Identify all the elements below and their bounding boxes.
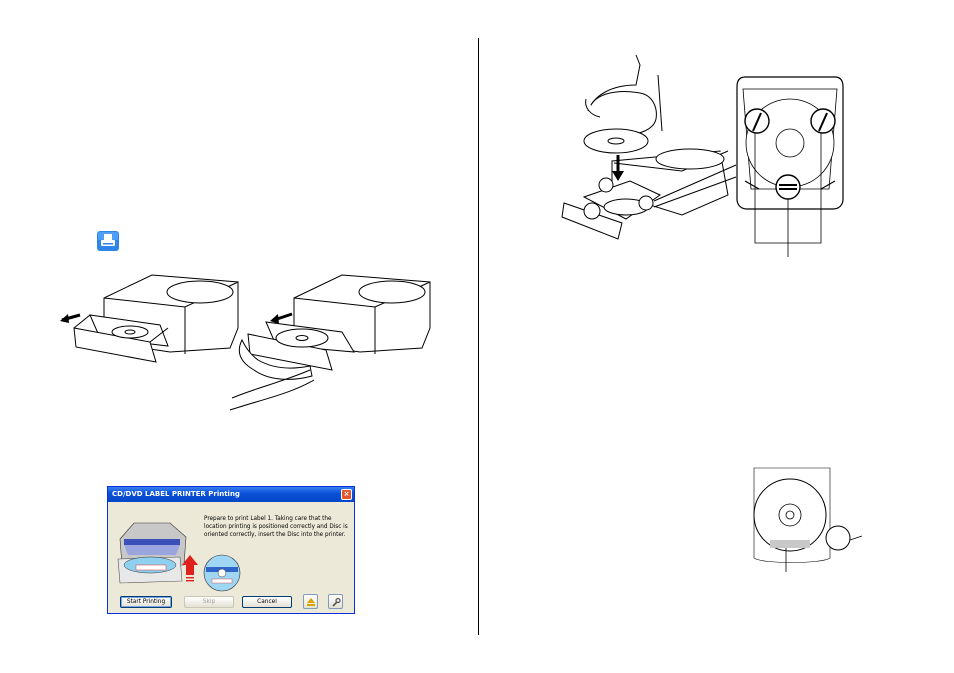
printer-tray-open-illustration xyxy=(60,270,250,375)
skip-button[interactable]: Skip xyxy=(184,596,234,608)
disc-orientation-icon xyxy=(202,553,242,593)
page-divider xyxy=(478,38,479,635)
eject-button[interactable] xyxy=(303,594,318,609)
insert-disc-illustration xyxy=(114,509,200,591)
hand-disc-tray-illustration xyxy=(230,270,440,415)
dialog-title: CD/DVD LABEL PRINTER Printing xyxy=(112,490,240,498)
settings-button[interactable] xyxy=(328,594,343,609)
disc-placement-illustration xyxy=(560,55,740,240)
tray-closeup-illustration xyxy=(735,77,845,257)
disc-label-illustration xyxy=(752,466,862,574)
printing-dialog: CD/DVD LABEL PRINTER Printing × Prepare … xyxy=(107,486,355,614)
wrench-icon xyxy=(331,597,341,607)
dialog-message: Prepare to print Label 1. Taking care th… xyxy=(204,515,352,539)
cancel-button[interactable]: Cancel xyxy=(242,596,292,608)
start-printing-button[interactable]: Start Printing xyxy=(120,596,172,608)
printer-app-icon xyxy=(97,231,119,251)
eject-icon xyxy=(306,597,316,607)
dialog-titlebar: CD/DVD LABEL PRINTER Printing × xyxy=(108,487,354,502)
close-icon[interactable]: × xyxy=(341,489,352,500)
